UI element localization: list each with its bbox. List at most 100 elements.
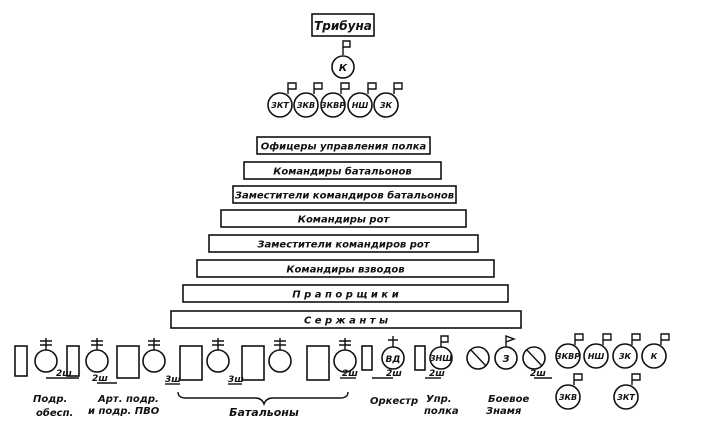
deputy-commander-circle	[267, 92, 293, 118]
deputy-commander-label: ЗК	[380, 101, 393, 110]
rank-row-8: С е р ж а н т ы	[170, 310, 522, 329]
rank-label: Заместители командиров батальонов	[235, 190, 454, 202]
command-lower-member-label: ЗКТ	[617, 393, 635, 402]
deputy-commander-2: ЗКВ	[293, 82, 323, 118]
caption-support-line1: Подр.	[33, 394, 67, 405]
support-flag-icon	[40, 338, 52, 350]
command-lower-member-circle	[555, 384, 581, 410]
spacing-label-8: 2ш	[530, 369, 546, 379]
flag-icon	[631, 373, 641, 385]
command-member-3: ЗК	[612, 333, 641, 369]
rank-box	[220, 209, 467, 228]
deputy-commander-4: НШ	[347, 82, 377, 118]
support-block-right	[66, 345, 80, 377]
flag-icon	[393, 82, 403, 94]
rank-box	[243, 161, 442, 180]
battalion-block-1	[179, 345, 203, 381]
rank-row-6: Командиры взводов	[196, 259, 495, 278]
spacing-label-1: 2ш	[56, 369, 72, 379]
flag-icon	[602, 333, 612, 345]
deputy-commander-5: ЗК	[373, 82, 403, 118]
deputy-commander-label: ЗКВ	[297, 101, 315, 110]
command-member-label: НШ	[588, 352, 605, 361]
chief-of-staff-label: ЗНШ	[430, 354, 452, 363]
artillery-flag-icon	[91, 338, 103, 350]
battalion-circle-1	[206, 349, 230, 373]
artillery-block	[116, 345, 140, 379]
regiment-command-group: ЗКВР НШ ЗК К	[555, 333, 670, 369]
command-lower-member-label: ЗКВ	[559, 393, 577, 402]
regiment-hq-block	[414, 345, 426, 371]
battalion-flag-icon-3	[339, 338, 351, 350]
command-member-circle	[612, 343, 638, 369]
flag-icon	[631, 333, 641, 345]
caption-regiment-hq-line2: полка	[424, 406, 459, 417]
caption-artillery-line1: Арт. подр.	[97, 394, 159, 405]
deputy-commander-circle	[320, 92, 346, 118]
orchestra-flag-icon	[388, 336, 398, 347]
spacing-label-4: 3ш	[228, 375, 244, 385]
rank-label: Командиры рот	[298, 215, 391, 226]
caption-banner-line2: Знамя	[486, 406, 522, 417]
battalion-flag-icon-2	[274, 338, 286, 350]
rank-row-2: Командиры батальонов	[243, 161, 442, 180]
rank-label: Офицеры управления полка	[261, 141, 427, 153]
rank-box	[256, 136, 431, 155]
command-member-circle	[583, 343, 609, 369]
tribune-box	[311, 13, 375, 37]
caption-orchestra: Оркестр	[370, 396, 418, 407]
rank-box	[208, 234, 479, 253]
deputy-commander-1: ЗКТ	[267, 82, 297, 118]
rank-row-1: Офицеры управления полка	[256, 136, 431, 155]
flag-icon	[573, 373, 583, 385]
commander-circle	[331, 55, 355, 79]
battalion-block-2	[241, 345, 265, 381]
command-member-label: К	[651, 352, 658, 361]
chief-of-staff-flag-icon	[440, 335, 449, 347]
commander-flag-icon	[342, 40, 351, 48]
deputy-commander-circle	[293, 92, 319, 118]
command-member-2: НШ	[583, 333, 612, 369]
deputy-commander-label: ЗКТ	[271, 101, 289, 110]
rank-row-5: Заместители командиров рот	[208, 234, 479, 253]
flag-icon	[287, 82, 297, 94]
regiment-command-group-lower: ЗКВ ЗКТ	[555, 373, 641, 410]
rank-row-7: П р а п о р щ и к и	[182, 284, 509, 303]
aa-flag-icon	[148, 338, 160, 350]
rank-box	[170, 310, 522, 329]
flag-icon	[313, 82, 323, 94]
caption-support-line2: обесп.	[36, 407, 73, 419]
caption-battalions: Батальоны	[229, 406, 299, 419]
flag-icon	[367, 82, 377, 94]
deputy-commander-label: НШ	[352, 101, 369, 110]
command-member-1: ЗКВР	[555, 333, 584, 369]
battalions-brace	[177, 391, 349, 407]
support-circle	[34, 349, 58, 373]
battalion-circle-2	[268, 349, 292, 373]
caption-regiment-hq-line1: Упр.	[426, 394, 452, 405]
banner-bearer-label: З	[502, 354, 509, 365]
command-member-circle	[555, 343, 581, 369]
support-block-left	[14, 345, 28, 377]
spacing-label-5: 2ш	[342, 369, 358, 379]
tribune-label: Трибуна	[314, 19, 372, 33]
rank-label: Командиры батальонов	[273, 166, 412, 178]
banner-flag-icon	[505, 334, 516, 347]
rank-box	[182, 284, 509, 303]
flag-icon	[340, 82, 350, 94]
spacing-label-7: 2ш	[429, 369, 445, 379]
battalion-flag-icon-1	[212, 338, 224, 350]
command-member-label: ЗКВР	[556, 352, 580, 361]
rank-label: Командиры взводов	[286, 265, 404, 276]
command-lower-member-1: ЗКВ	[555, 373, 583, 410]
caption-banner-line1: Боевое	[488, 394, 529, 405]
spacing-label-2: 2ш	[92, 374, 108, 384]
spacing-label-6: 2ш	[386, 369, 402, 379]
rank-box	[196, 259, 495, 278]
rank-row-4: Командиры рот	[220, 209, 467, 228]
spacing-label-3: 3ш	[165, 375, 181, 385]
artillery-circle	[85, 349, 109, 373]
flag-icon	[574, 333, 584, 345]
